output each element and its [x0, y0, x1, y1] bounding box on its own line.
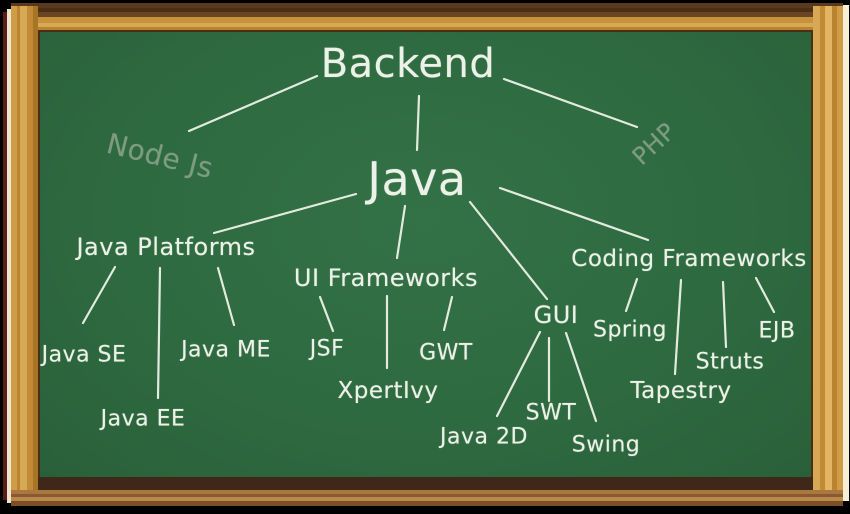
node-ejb: EJB [758, 318, 796, 344]
node-gwt: GWT [419, 340, 473, 366]
frame-top-bar [11, 3, 843, 30]
node-java-se: Java SE [41, 342, 127, 368]
node-struts: Struts [695, 349, 765, 375]
node-java-me: Java ME [181, 337, 271, 363]
node-java-2d: Java 2D [440, 424, 528, 450]
node-java: Java [367, 152, 467, 206]
node-coding-frameworks: Coding Frameworks [571, 246, 807, 272]
frame-inner-shadow [38, 477, 813, 490]
node-java-ee: Java EE [100, 406, 186, 432]
frame-right-bar [813, 6, 843, 503]
node-java-platforms: Java Platforms [76, 233, 256, 261]
node-backend: Backend [320, 41, 496, 87]
frame-bottom-bar [11, 490, 843, 506]
node-swing: Swing [571, 432, 641, 458]
node-ui-frameworks: UI Frameworks [293, 264, 479, 292]
board-side-edge-right [842, 5, 849, 501]
frame-left-bar [11, 6, 38, 503]
board-side-edge-left [7, 9, 12, 503]
node-xpertivy: XpertIvy [337, 378, 439, 404]
node-swt: SWT [525, 400, 577, 426]
node-jsf: JSF [309, 336, 345, 362]
node-gui: GUI [533, 301, 579, 329]
wooden-frame [11, 3, 843, 506]
board-side-edge-maroon [3, 12, 8, 500]
node-spring: Spring [593, 317, 667, 343]
node-tapestry: Tapestry [630, 378, 732, 404]
green-chalkboard-surface [38, 30, 813, 477]
